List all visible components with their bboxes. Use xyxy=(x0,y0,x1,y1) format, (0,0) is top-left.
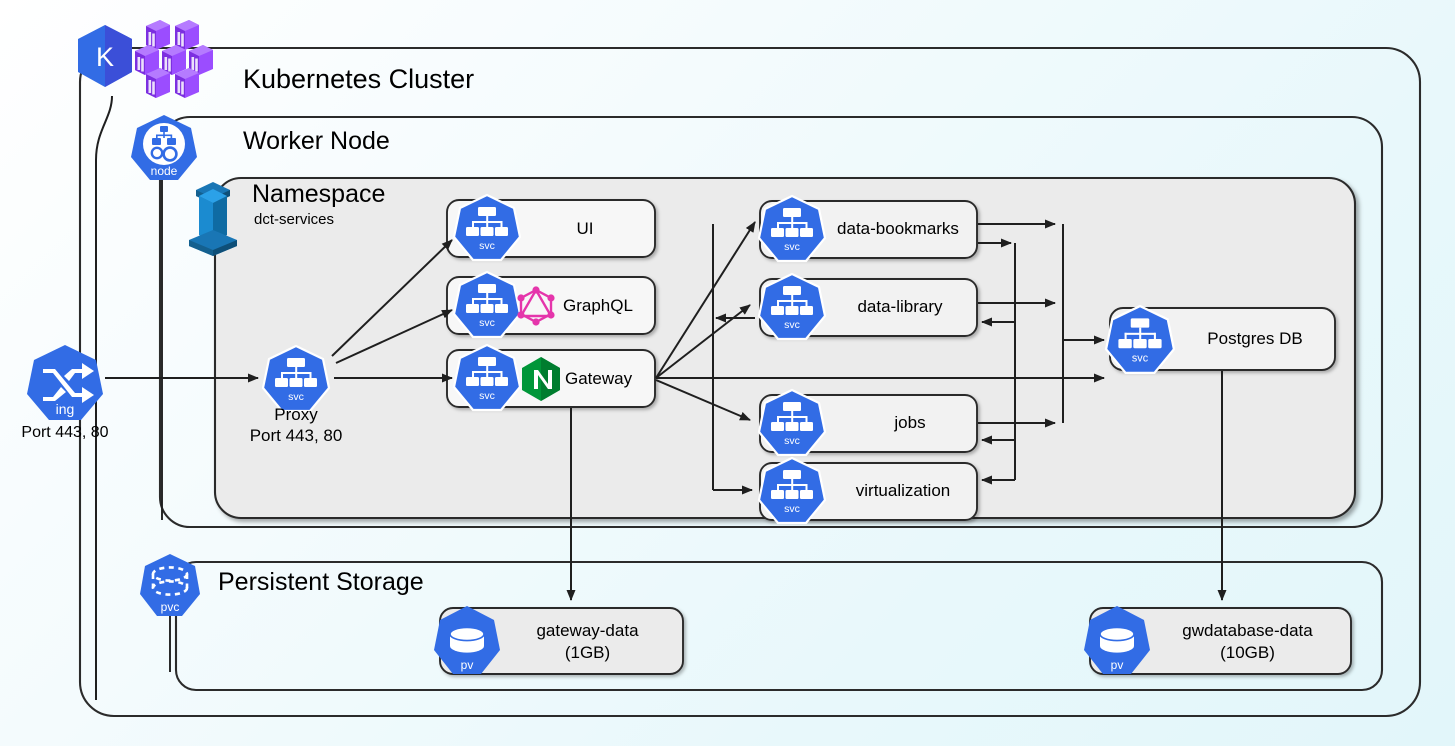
volume-label-gateway-data: gateway-data (1GB) xyxy=(500,620,675,665)
service-label-data-library: data-library xyxy=(857,297,943,316)
k8s-svc-icon-proxy: svc xyxy=(261,344,331,419)
svg-text:svc: svc xyxy=(1132,353,1149,365)
volume-name-gwdatabase-data: gwdatabase-data xyxy=(1182,621,1313,640)
service-label-proxy: Proxy xyxy=(274,405,318,424)
persistent-storage-container xyxy=(174,560,1384,692)
worker-node-container xyxy=(158,115,1384,529)
namespace-subtitle: dct-services xyxy=(254,211,335,228)
k8s-svc-icon-data-library: svc xyxy=(757,272,827,347)
volume-label-gwdatabase-data: gwdatabase-data (10GB) xyxy=(1150,620,1345,665)
k8s-svc-icon-postgres: svc xyxy=(1104,304,1176,381)
k8s-svc-icon-data-bookmarks: svc xyxy=(757,194,827,269)
service-label-gateway: Gateway xyxy=(565,369,633,388)
nginx-icon xyxy=(518,355,564,408)
service-label-postgres: Postgres DB xyxy=(1207,329,1303,348)
namespace-tower-icon xyxy=(180,178,246,265)
edge-proxy-to-graphql xyxy=(335,309,453,364)
volume-size-gwdatabase-data: (10GB) xyxy=(1220,643,1275,663)
edge-gateway-to-data-bookmarks xyxy=(655,221,756,379)
worker-node-title: Worker Node xyxy=(243,127,390,155)
svg-text:svc: svc xyxy=(479,390,495,402)
ingress-caption: Port 443, 80 xyxy=(21,424,109,441)
kubernetes-logo-icon: K xyxy=(72,22,138,101)
svg-text:K: K xyxy=(96,42,114,72)
svg-text:svc: svc xyxy=(784,503,800,515)
graphql-icon xyxy=(513,283,559,334)
svg-text:svc: svc xyxy=(479,240,495,252)
k8s-svc-icon-ui: svc xyxy=(452,193,522,268)
svg-text:svc: svc xyxy=(479,317,495,329)
volume-name-gateway-data: gateway-data xyxy=(536,621,639,640)
k8s-svc-icon-jobs: svc xyxy=(757,388,827,463)
persistent-storage-title: Persistent Storage xyxy=(218,568,424,596)
service-label-data-bookmarks: data-bookmarks xyxy=(837,219,959,238)
pv-icon-gateway-data: pv xyxy=(432,604,502,681)
cluster-title: Kubernetes Cluster xyxy=(243,64,475,94)
pv-icon-gwdatabase-data: pv xyxy=(1082,604,1152,681)
volume-size-gateway-data: (1GB) xyxy=(564,643,611,663)
svg-text:pv: pv xyxy=(1111,658,1124,672)
service-caption-proxy: Port 443, 80 xyxy=(249,426,343,445)
leader-cluster-icon xyxy=(95,95,113,700)
ingress-icon: ing xyxy=(25,343,105,428)
container-cubes-icon xyxy=(135,18,221,105)
namespace-title: Namespace xyxy=(252,180,386,208)
service-label-jobs: jobs xyxy=(894,413,926,432)
pv-icon-label: pv xyxy=(461,658,474,672)
k8s-svc-icon-graphql: svc xyxy=(452,270,522,345)
node-icon: node xyxy=(129,113,199,188)
pvc-icon: pvc xyxy=(138,552,202,625)
svg-text:svc: svc xyxy=(784,319,800,331)
service-label-virtualization: virtualization xyxy=(855,481,951,500)
service-label-graphql: GraphQL xyxy=(563,296,633,315)
node-icon-label: node xyxy=(151,164,178,178)
edge-proxy-to-ui xyxy=(331,239,453,357)
pvc-icon-label: pvc xyxy=(161,600,180,614)
edge-gateway-to-jobs xyxy=(655,379,751,421)
svg-text:svc: svc xyxy=(784,241,800,253)
k8s-svc-icon-gateway: svc xyxy=(452,343,522,418)
service-label-ui: UI xyxy=(576,219,594,238)
svg-text:svc: svc xyxy=(784,435,800,447)
svc-icon-label: svc xyxy=(288,391,304,403)
k8s-svc-icon-virtualization: svc xyxy=(757,456,827,531)
ingress-icon-label: ing xyxy=(56,401,75,417)
